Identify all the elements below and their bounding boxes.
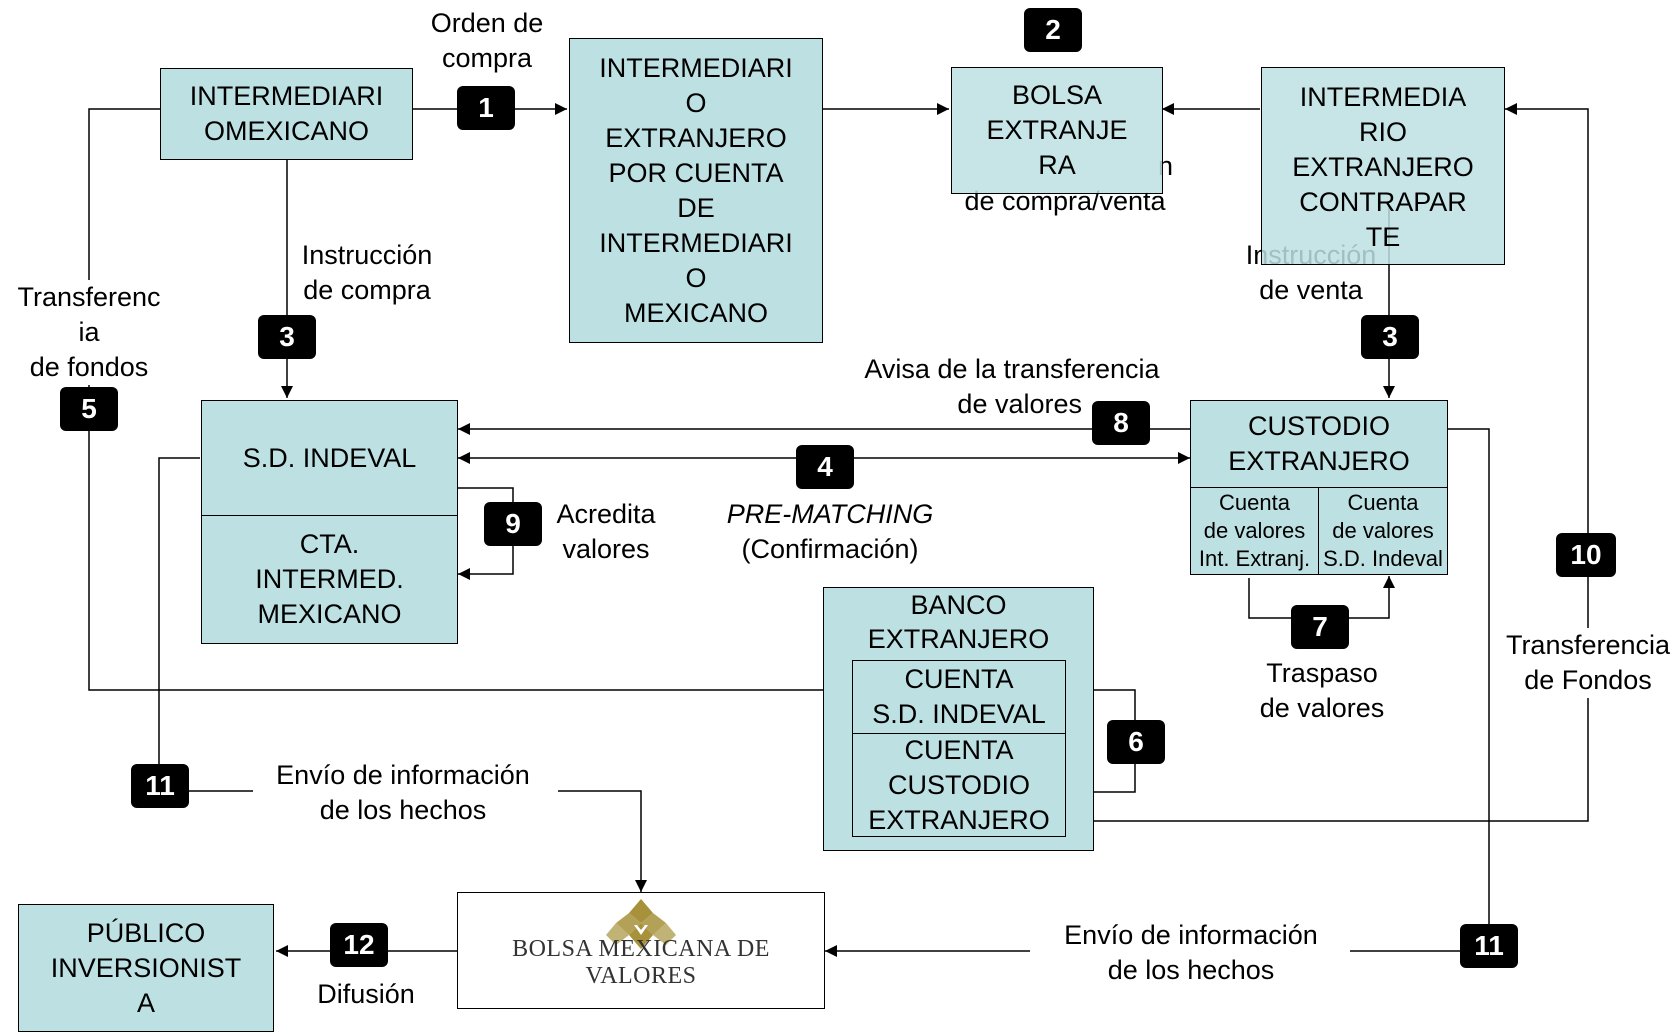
label-pre-matching: PRE-MATCHING(Confirmación) <box>726 499 934 564</box>
label-difusion: Difusión <box>317 979 415 1009</box>
node-intermediario-extranjero-por-cuenta: INTERMEDIARI O EXTRANJERO POR CUENTA DE … <box>569 38 823 343</box>
node-bolsa-mexicana: BOLSA MEXICANA DE VALORES <box>457 892 825 1009</box>
line-envio-info-right <box>1350 428 1490 952</box>
bmv-logo-text: BOLSA MEXICANA DE VALORES <box>512 936 770 989</box>
badge-11-right: 11 <box>1460 924 1518 968</box>
node-cta-intermed-mexicano: CTA.INTERMED.MEXICANO <box>201 515 458 644</box>
badge-5: 5 <box>60 387 118 431</box>
node-intermediario-contraparte: INTERMEDIA RIO EXTRANJERO CONTRAPAR TE <box>1261 67 1505 265</box>
badge-6: 6 <box>1107 720 1165 764</box>
badge-4: 4 <box>796 445 854 489</box>
badge-7: 7 <box>1291 605 1349 649</box>
badge-12: 12 <box>330 923 388 967</box>
badge-10: 10 <box>1556 533 1616 577</box>
badge-2: 2 <box>1024 8 1082 52</box>
line-envio-info-left <box>158 457 253 792</box>
bmv-logo-icon <box>606 899 676 949</box>
badge-9: 9 <box>484 502 542 546</box>
badge-11-left: 11 <box>131 764 189 808</box>
badge-3-left: 3 <box>258 315 316 359</box>
badge-8: 8 <box>1092 401 1150 445</box>
arrow-transferencia-fondos-right <box>1094 103 1589 822</box>
badge-1: 1 <box>457 86 515 130</box>
node-sd-indeval: S.D. INDEVAL <box>201 400 458 516</box>
badge-3-right: 3 <box>1361 315 1419 359</box>
